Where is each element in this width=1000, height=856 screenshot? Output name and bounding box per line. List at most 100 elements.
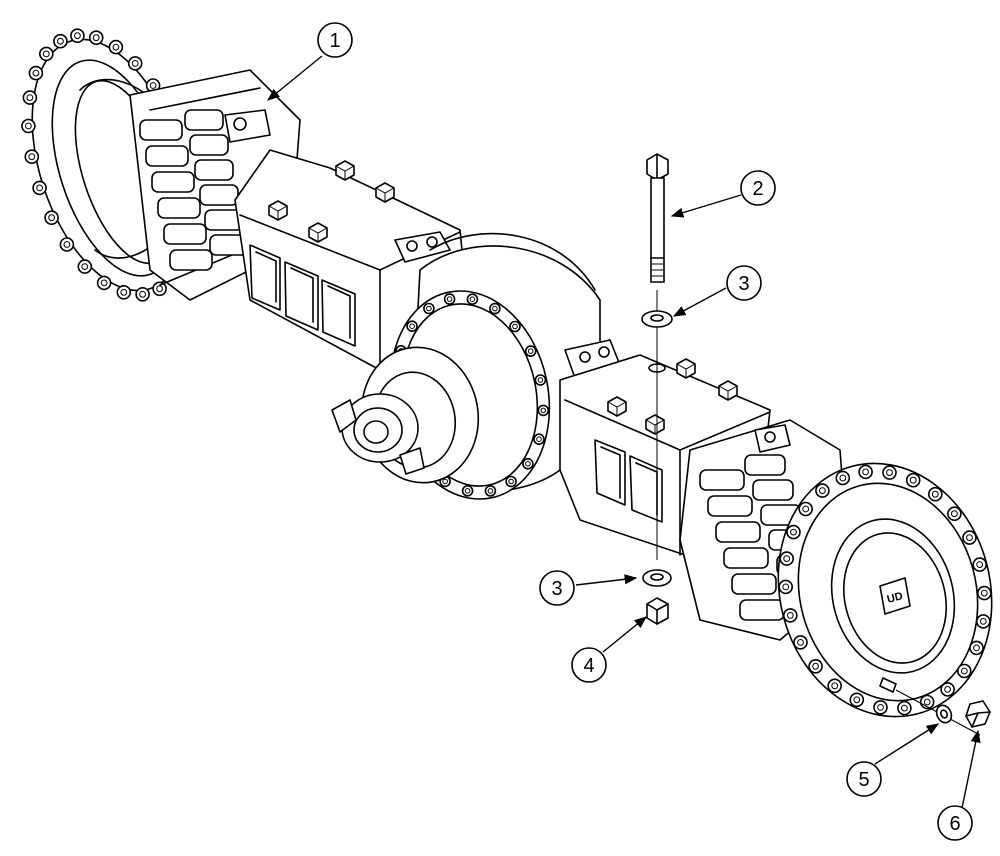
wheel-stud: [962, 530, 977, 545]
wheel-stud: [940, 682, 955, 697]
brake-fin: [194, 159, 234, 181]
wheel-stud: [53, 33, 68, 49]
wheel-stud: [135, 286, 150, 302]
callout-6: 6: [937, 805, 973, 841]
housing-bolt: [489, 302, 501, 315]
brake-fin: [723, 547, 769, 569]
brake-fin: [145, 145, 189, 167]
wheel-stud: [956, 663, 972, 679]
wheel-stud: [975, 614, 991, 629]
leader-2: [670, 194, 742, 218]
wheel-stud: [59, 237, 75, 252]
nut: [646, 597, 669, 625]
wheel-stud: [28, 65, 44, 81]
leader-3a: [672, 287, 727, 317]
leader-1: [267, 55, 323, 101]
wheel-stud: [127, 56, 143, 71]
wheel-stud: [969, 640, 984, 656]
callout-6-label: 6: [949, 813, 960, 835]
wheel-stud: [897, 700, 912, 716]
bolt: [646, 153, 669, 283]
callout-3-top: 3: [726, 265, 762, 301]
brake-fin: [731, 573, 777, 595]
housing-bolt: [466, 293, 479, 306]
wheel-stud: [32, 180, 47, 196]
housing-bolt: [524, 345, 537, 357]
wheel-stud: [835, 470, 851, 486]
housing-bolt: [509, 320, 521, 333]
leader-6: [961, 729, 981, 809]
wheel-stud: [927, 486, 943, 502]
washer-bottom: [642, 569, 672, 587]
callout-4-label: 4: [583, 655, 594, 677]
housing-bolt: [522, 457, 534, 470]
brake-fin: [199, 184, 239, 206]
wheel-stud: [38, 46, 54, 62]
wheel-stud: [779, 551, 795, 566]
wheel-washer: [935, 704, 953, 724]
housing-bolt: [484, 485, 497, 497]
brake-fin: [715, 521, 761, 543]
wheel-stud: [972, 557, 988, 572]
callout-2: 2: [740, 170, 776, 206]
housing-bolt: [406, 320, 418, 333]
callout-5-label: 5: [858, 769, 869, 791]
housing-bolt: [423, 302, 435, 315]
wheel-stud: [70, 28, 85, 44]
wheel-stud: [24, 149, 40, 164]
right-wheel-hub: UD: [777, 462, 993, 718]
brake-fin: [151, 171, 195, 193]
brake-fin: [139, 119, 183, 141]
brake-fin: [184, 109, 224, 131]
leader-3b: [575, 574, 638, 586]
wheel-stud: [108, 39, 124, 55]
wheel-stud: [116, 284, 132, 300]
callout-1: 1: [317, 22, 353, 58]
callout-2-label: 2: [752, 178, 763, 200]
wheel-stud: [947, 506, 962, 522]
wheel-stud: [793, 635, 808, 650]
brake-fin: [157, 197, 201, 219]
housing-bolt: [534, 374, 547, 386]
callout-5: 5: [846, 761, 882, 797]
callout-3b-label: 3: [551, 578, 562, 600]
wheel-stud: [96, 275, 112, 291]
wheel-stud: [858, 464, 873, 480]
leader-4: [602, 616, 647, 653]
wheel-stud: [849, 692, 865, 708]
leader-lines: [267, 55, 981, 809]
wheel-stud: [798, 501, 814, 517]
housing-bolt: [537, 404, 550, 417]
callout-3-bottom: 3: [539, 570, 575, 606]
wheel-stud: [88, 30, 104, 46]
brake-fin: [739, 599, 785, 621]
wheel-stud: [815, 483, 830, 498]
wheel-stud: [808, 658, 823, 674]
brake-fin: [699, 469, 745, 491]
wheel-nut: [965, 700, 991, 728]
wheel-stud: [905, 472, 921, 488]
wheel-stud: [827, 678, 843, 694]
wheel-stud: [873, 700, 888, 715]
housing-bolt: [505, 475, 517, 488]
left-brake-housing: [129, 69, 301, 301]
wheel-stud: [152, 281, 167, 297]
wheel-stud: [21, 118, 36, 134]
wheel-stud: [22, 90, 38, 105]
housing-bolt: [533, 433, 545, 446]
housing-bolt: [443, 293, 456, 305]
brake-fin: [169, 249, 213, 271]
hub-logo: UD: [886, 590, 905, 606]
wheel-stud: [44, 210, 59, 225]
wheel-stud: [786, 524, 801, 540]
callout-3a-label: 3: [738, 273, 749, 295]
brake-fin: [189, 134, 229, 156]
washer-top: [641, 310, 673, 328]
wheel-stud: [77, 259, 93, 274]
wheel-stud: [782, 608, 798, 623]
brake-fin: [752, 479, 794, 501]
callout-4: 4: [571, 647, 607, 683]
wheel-stud: [882, 465, 897, 480]
